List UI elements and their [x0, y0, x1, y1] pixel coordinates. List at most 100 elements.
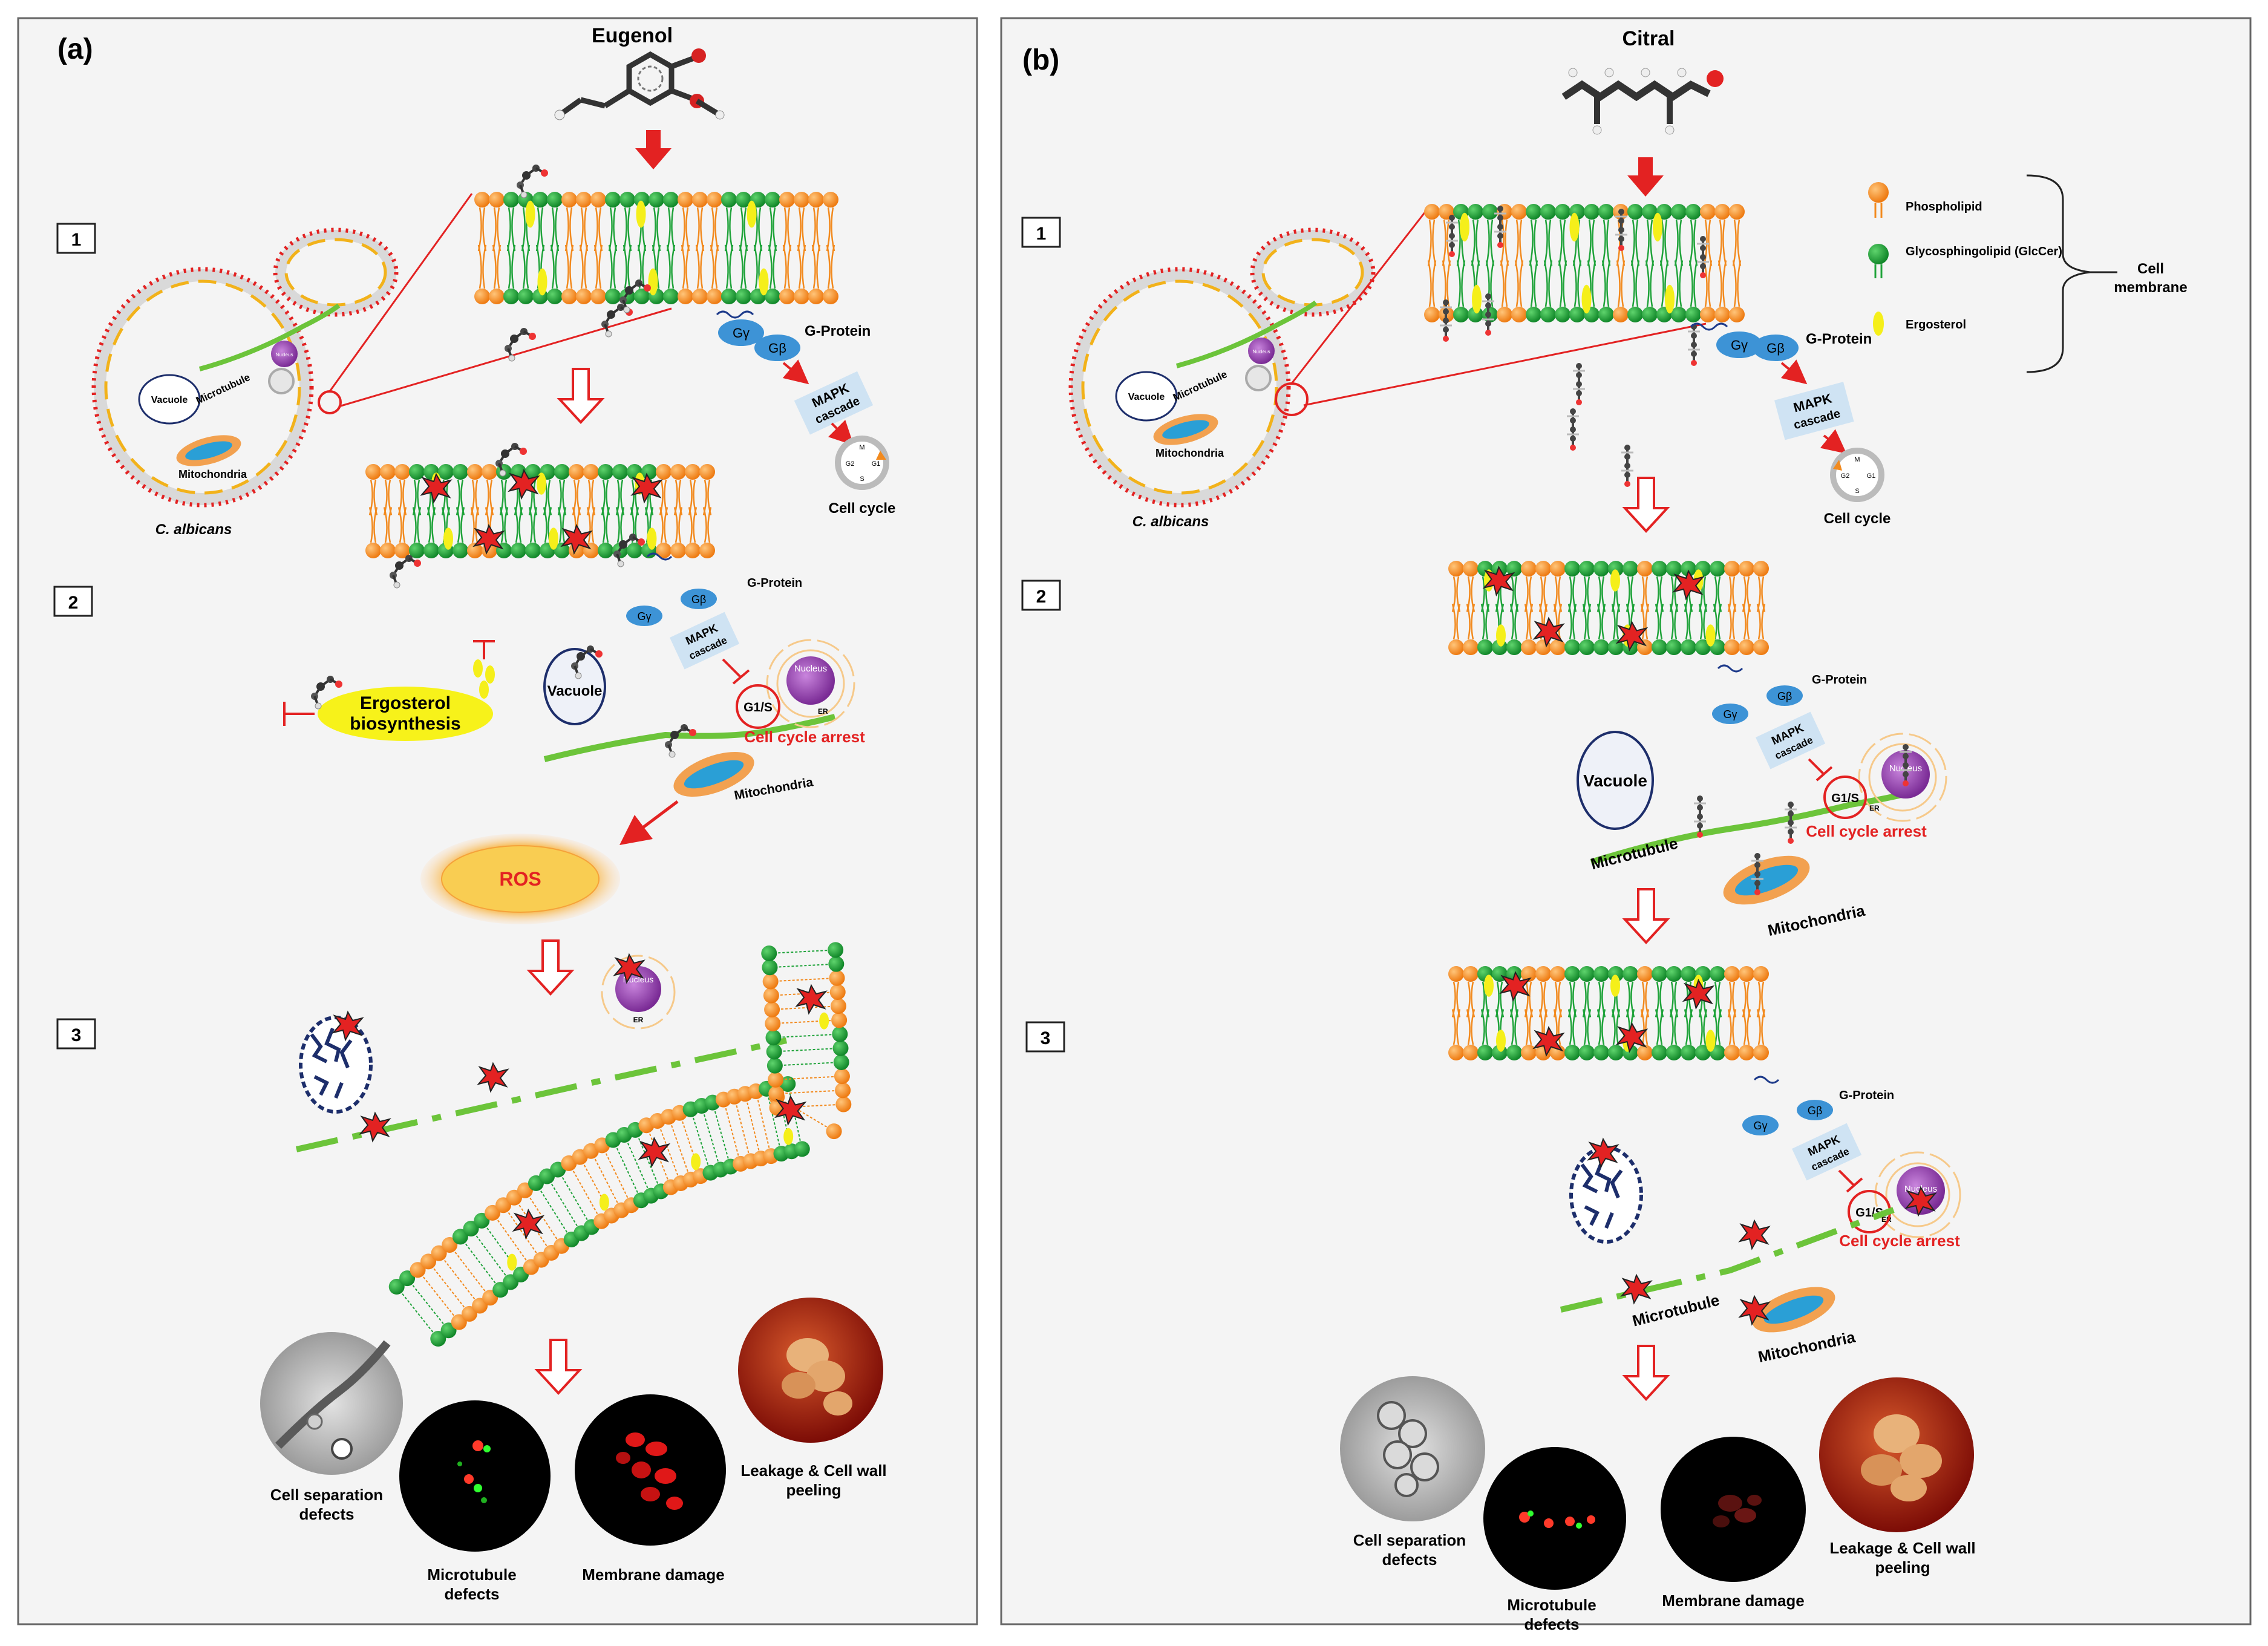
svg-text:Vacuole: Vacuole: [1128, 392, 1165, 402]
citral-molecule: [1561, 68, 1724, 135]
membrane-damage-image-a: [575, 1394, 726, 1546]
svg-text:G2: G2: [846, 460, 855, 468]
g1s-checkpoint-b: G1/S: [1823, 776, 1867, 819]
svg-text:Nucleus: Nucleus: [1253, 349, 1270, 354]
cell-cycle-arrest-b3: Cell cycle arrest: [1839, 1232, 1960, 1250]
arrow-to-ros-a: [619, 800, 679, 845]
svg-text:Gγ: Gγ: [1731, 338, 1748, 353]
g-protein-complex-b3: Gγ Gβ G-Protein: [1742, 1076, 1894, 1135]
legend-phospholipid: Phospholipid: [1906, 200, 1982, 214]
leakage-image-b: [1819, 1377, 1974, 1532]
svg-text:G1: G1: [872, 460, 881, 468]
out3-label-b: Membrane damage: [1662, 1592, 1805, 1610]
citral-entry-arrow: [1627, 157, 1664, 197]
mapk-inhibit-b: [1808, 758, 1833, 782]
cell-cycle-a: M G2 G1 S: [835, 436, 889, 490]
membrane-b-3: [1448, 966, 1769, 1060]
ergosterol-biosynthesis-a: Ergosterol biosynthesis: [283, 640, 495, 741]
legend-glycosphingolipid: Glycosphingolipid (GlcCer): [1906, 245, 2062, 258]
vacuole-a2: Vacuole: [543, 644, 606, 725]
g-protein-complex-b2: Gγ Gβ G-Protein: [1712, 664, 1867, 724]
svg-text:Gγ: Gγ: [1753, 1120, 1767, 1132]
svg-text:Nucleus: Nucleus: [623, 975, 654, 984]
svg-text:ROS: ROS: [499, 868, 541, 890]
svg-text:G-Protein: G-Protein: [1812, 673, 1867, 687]
g1s-checkpoint-a: G1/S: [736, 684, 780, 729]
svg-text:Gγ: Gγ: [1723, 708, 1737, 720]
out4-label-b2: peeling: [1875, 1558, 1930, 1576]
svg-text:1: 1: [71, 230, 82, 250]
citral-title: Citral: [1623, 27, 1675, 50]
out2-label-b2: defects: [1524, 1615, 1579, 1633]
hollow-arrow-a2: [526, 939, 575, 996]
out1-label-b1: Cell separation: [1353, 1531, 1466, 1549]
microtubule-image-b: [1483, 1447, 1626, 1590]
organism-label-a: C. albicans: [155, 521, 232, 538]
svg-text:Nucleus: Nucleus: [794, 664, 827, 674]
svg-text:G-Protein: G-Protein: [805, 323, 871, 339]
svg-text:G1: G1: [1867, 472, 1876, 480]
cell-separation-image-b: [1340, 1376, 1485, 1521]
cell-cycle-b: M G2 G1 S: [1830, 448, 1884, 502]
nucleus-b2: Nucleus ER: [1858, 733, 1947, 822]
hollow-arrow-b3: [1622, 1345, 1670, 1401]
eugenol-title: Eugenol: [592, 24, 673, 47]
svg-text:S: S: [1855, 488, 1859, 495]
svg-text:Gβ: Gβ: [1766, 341, 1785, 356]
candida-cell-b: Vacuole Microtubule Nucleus Mitochondria: [1068, 227, 1376, 508]
svg-text:ER: ER: [1869, 804, 1880, 812]
svg-text:M: M: [1854, 456, 1860, 463]
hollow-arrow-b2: [1622, 888, 1670, 944]
step-3-box-b: 3: [1025, 1021, 1065, 1053]
out3-label-a: Membrane damage: [582, 1566, 725, 1584]
svg-text:1: 1: [1036, 224, 1047, 244]
svg-text:Vacuole: Vacuole: [151, 395, 188, 405]
cell-cycle-label-a: Cell cycle: [829, 500, 896, 517]
legend-cell: Cell: [2137, 261, 2164, 277]
svg-text:Gβ: Gβ: [768, 341, 786, 356]
arrow-to-cellcycle-b: [1820, 429, 1847, 454]
out4-label-b1: Leakage & Cell wall: [1829, 1539, 1975, 1557]
g-protein-complex-b1: Gγ Gβ G-Protein: [1690, 322, 1872, 361]
mitochondria-small-a: [176, 435, 241, 466]
vacuole-b2: Vacuole: [1577, 731, 1654, 830]
svg-text:G1/S: G1/S: [1831, 792, 1859, 805]
microtubule-a: [198, 303, 341, 371]
svg-text:S: S: [860, 475, 864, 483]
step-2-box-b: 2: [1021, 580, 1061, 611]
svg-text:G1/S: G1/S: [743, 701, 773, 714]
microtubule-broken-a: [295, 1037, 788, 1152]
membrane-a-2: [365, 464, 715, 558]
vacuole-a: [138, 374, 201, 425]
svg-text:3: 3: [71, 1025, 82, 1045]
arrow-to-mapk-a1: [782, 359, 809, 385]
microtubule-b2: [1590, 789, 1913, 865]
damaged-vacuole-a: [299, 1011, 373, 1114]
candida-cell-a: Vacuole Microtubule Nucleus Mitochondria: [91, 227, 399, 508]
hollow-arrow-a1: [557, 368, 605, 424]
out1-label-b2: defects: [1382, 1550, 1437, 1569]
step-2-box-a: 2: [53, 586, 93, 617]
mapk-inhibit-a: [722, 658, 750, 685]
organism-label-b: C. albicans: [1132, 514, 1209, 530]
membrane-damage-image-b: [1661, 1437, 1806, 1582]
g-protein-complex-a1: Gγ Gβ G-Protein: [716, 310, 871, 361]
g-protein-complex-a2: Gγ Gβ G-Protein: [626, 552, 802, 626]
membrane-b-2: [1448, 561, 1769, 655]
out1-label-a1: Cell separation: [270, 1486, 383, 1504]
svg-text:ER: ER: [633, 1016, 644, 1024]
zoom-line-a2: [338, 307, 672, 408]
legend-ergosterol: Ergosterol: [1906, 318, 1966, 331]
nucleus-b3: Nucleus ER: [1874, 1151, 1961, 1238]
membrane-a-curved: [388, 942, 852, 1347]
step-1-box-b: 1: [1021, 217, 1061, 248]
zoom-line-a1: [328, 193, 473, 392]
svg-text:M: M: [859, 444, 864, 451]
eugenol-molecule: [554, 48, 725, 120]
microtubule-image-a: [399, 1400, 551, 1552]
svg-text:Gβ: Gβ: [1777, 690, 1792, 702]
svg-text:3: 3: [1041, 1028, 1051, 1048]
zoom-line-b2: [1303, 322, 1707, 407]
